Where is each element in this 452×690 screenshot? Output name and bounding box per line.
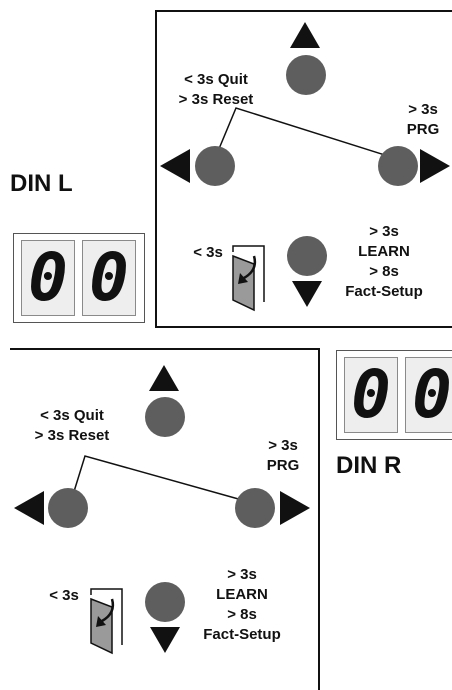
din-left-digit-2-box: 0 — [82, 240, 136, 316]
top-door-time: < 3s — [193, 244, 223, 261]
din-right-digit-2: 0 — [412, 356, 452, 433]
din-right-label: DIN R — [336, 452, 402, 479]
top-reset-label: > 3s Reset — [178, 91, 254, 108]
bottom-learn-time: > 3s — [227, 566, 257, 583]
bottom-prg-label: PRG — [266, 457, 300, 474]
top-connector-line — [215, 107, 389, 157]
bottom-quit-label: < 3s Quit — [40, 407, 104, 424]
bottom-down-arrow-icon — [150, 627, 180, 653]
din-left-digit-1: 0 — [28, 239, 68, 316]
din-right-digit-1-box: 0 — [344, 357, 398, 433]
din-left-digit-1-box: 0 — [21, 240, 75, 316]
top-learn-label: LEARN — [358, 243, 410, 260]
bottom-up-button[interactable] — [145, 397, 185, 437]
top-fact-label: Fact-Setup — [345, 283, 423, 300]
top-left-button[interactable] — [195, 146, 235, 186]
top-prg-time: > 3s — [408, 101, 438, 118]
top-prg-label: PRG — [406, 121, 440, 138]
din-right-digit-1: 0 — [351, 356, 391, 433]
top-up-button[interactable] — [286, 55, 326, 95]
bottom-connector-line — [71, 455, 243, 501]
top-learn-time: > 3s — [369, 223, 399, 240]
din-right-display: 0 0 — [336, 350, 452, 440]
top-right-button[interactable] — [378, 146, 418, 186]
bottom-right-button[interactable] — [235, 488, 275, 528]
bottom-left-button[interactable] — [48, 488, 88, 528]
bottom-down-button[interactable] — [145, 582, 185, 622]
bottom-right-arrow-icon — [280, 491, 310, 525]
bottom-reset-label: > 3s Reset — [34, 427, 110, 444]
bottom-prg-time: > 3s — [268, 437, 298, 454]
din-right-digit-2-box: 0 — [405, 357, 452, 433]
top-down-button[interactable] — [287, 236, 327, 276]
bottom-door-icon[interactable] — [88, 588, 128, 655]
bottom-left-arrow-icon — [14, 491, 44, 525]
din-left-digit-2: 0 — [89, 239, 129, 316]
din-left-display: 0 0 — [13, 233, 145, 323]
top-fact-time: > 8s — [369, 263, 399, 280]
top-quit-label: < 3s Quit — [184, 71, 248, 88]
bottom-learn-label: LEARN — [216, 586, 268, 603]
top-down-arrow-icon — [292, 281, 322, 307]
top-up-arrow-icon — [290, 22, 320, 48]
bottom-door-time: < 3s — [49, 587, 79, 604]
top-door-icon[interactable] — [230, 245, 270, 312]
din-left-label: DIN L — [10, 170, 73, 197]
bottom-fact-time: > 8s — [227, 606, 257, 623]
top-right-arrow-icon — [420, 149, 450, 183]
bottom-up-arrow-icon — [149, 365, 179, 391]
top-left-arrow-icon — [160, 149, 190, 183]
bottom-fact-label: Fact-Setup — [203, 626, 281, 643]
